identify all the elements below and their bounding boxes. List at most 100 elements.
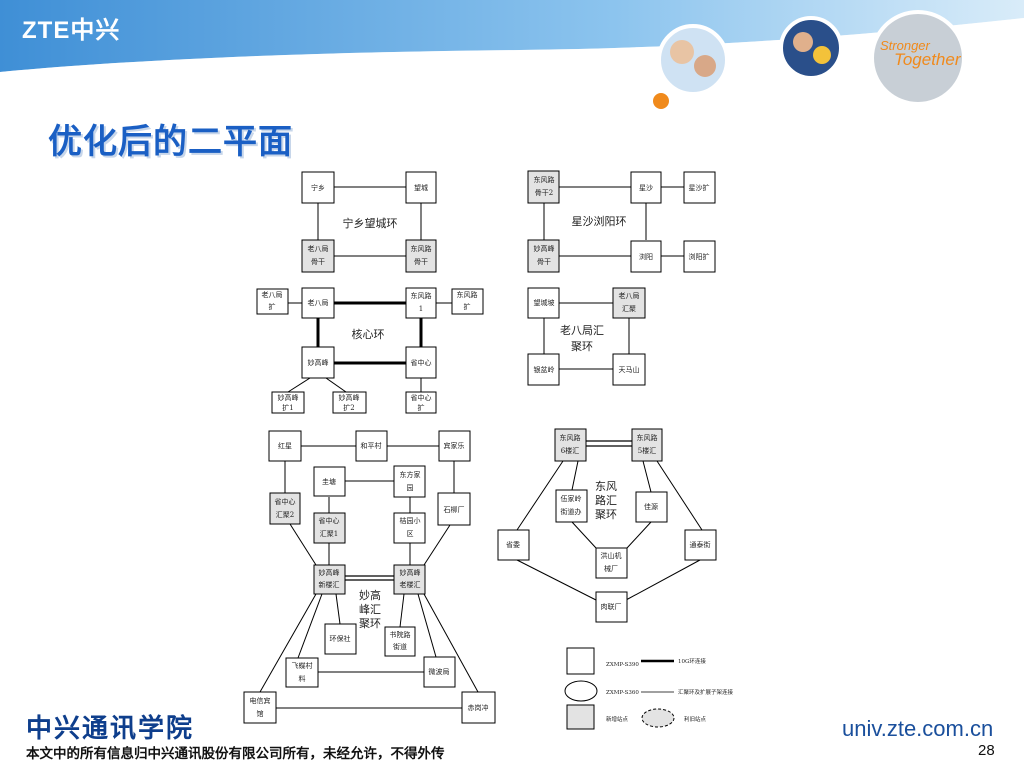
label-dfl-gugan-2: 骨干 xyxy=(414,258,428,266)
label-mgf-ext2-2: 扩2 xyxy=(343,403,354,412)
label-dfl5-2: 5楼汇 xyxy=(638,446,656,455)
label-guitang: 圭塘 xyxy=(322,477,336,486)
label-hongxing: 红星 xyxy=(278,441,292,450)
label-chiganchong: 赤岗冲 xyxy=(468,703,489,712)
ring-label-mgf-1: 妙高 xyxy=(359,588,381,602)
legend-s390-symbol xyxy=(566,647,595,675)
node-mgf-old xyxy=(393,564,426,595)
label-mgf-old-1: 妙高峰 xyxy=(400,568,421,577)
label-mgf-new-2: 新楼汇 xyxy=(319,580,340,589)
zte-logo: ZTE中兴 xyxy=(22,17,121,44)
label-xingsha-ext: 星沙扩 xyxy=(689,183,710,192)
label-hsjx-2: 械厂 xyxy=(604,564,618,573)
node-dxsg xyxy=(243,691,277,724)
ring-label-laobaju-2: 聚环 xyxy=(571,340,593,353)
footer-school-name: 中兴通讯学院 xyxy=(26,714,195,744)
node-dfjy xyxy=(393,465,426,498)
label-wjl-2: 街道办 xyxy=(561,507,582,516)
label-jyxq-1: 桔园小 xyxy=(400,516,421,525)
node-roulianchang xyxy=(595,591,628,623)
legend-10g-label: 10G环连接 xyxy=(678,657,706,665)
ring-label-core: 核心环 xyxy=(352,327,385,341)
page-title: 优化后的二平面 xyxy=(48,122,293,162)
label-ypl: 银盆岭 xyxy=(534,365,555,374)
node-mgf-new xyxy=(313,564,346,595)
node-szx xyxy=(405,346,437,379)
label-dxsg-2: 馆 xyxy=(257,709,264,718)
slogan-line1: Stronger xyxy=(880,38,930,53)
node-mgf-ext1 xyxy=(271,391,305,414)
label-wcj: 望城坡 xyxy=(534,298,555,307)
legend-new-site-label: 新增站点 xyxy=(606,715,629,723)
node-hepingcun xyxy=(355,430,388,462)
node-fdc xyxy=(285,657,319,688)
label-szx-hj2-1: 省中心 xyxy=(275,497,296,506)
label-fdc-1: 飞蝶村 xyxy=(292,661,313,670)
node-ningxiang xyxy=(301,171,335,204)
node-lbj-gugan xyxy=(301,239,335,273)
node-dfl-ext xyxy=(451,288,484,315)
label-gujiacong: 宾家乐 xyxy=(444,441,465,450)
label-szx-hj1-1: 省中心 xyxy=(319,516,340,525)
legend-new-site-symbol xyxy=(566,704,595,730)
label-mgf-ext1-2: 扩1 xyxy=(282,403,293,412)
label-wangcheng: 望城 xyxy=(414,183,428,192)
label-mgf-gugan-1: 妙高峰 xyxy=(534,244,555,253)
label-dfl6-2: 6楼汇 xyxy=(561,446,579,455)
label-szx-hj2-2: 汇聚2 xyxy=(276,511,294,519)
label-liuyang: 浏阳 xyxy=(639,252,653,261)
node-lbj-ext xyxy=(256,288,289,315)
legend-old-site-symbol xyxy=(641,708,675,728)
label-roulianchang: 肉联厂 xyxy=(601,602,622,611)
label-szx-ext-2: 扩 xyxy=(418,403,425,412)
label-liuyang-ext: 浏阳扩 xyxy=(689,252,710,261)
label-huanbaoshe: 环保社 xyxy=(330,634,351,643)
label-lbj-ext-2: 扩 xyxy=(269,302,276,311)
label-ningxiang: 宁乡 xyxy=(311,183,325,192)
node-tms xyxy=(612,353,646,386)
legend-s390-label: ZXMP-S390 xyxy=(606,662,639,668)
node-wjl xyxy=(555,489,588,523)
label-weiboju: 微波局 xyxy=(429,667,450,676)
node-gujiacong xyxy=(438,430,471,462)
node-guitang xyxy=(313,466,346,497)
label-szx-hj1-2: 汇聚1 xyxy=(320,530,338,538)
label-dfjy-2: 园 xyxy=(407,484,414,492)
node-dfl5 xyxy=(631,428,663,462)
ring-label-mgf-3: 聚环 xyxy=(359,617,381,630)
node-szx-ext xyxy=(405,391,437,414)
label-dfl1-1: 东风路 xyxy=(411,291,432,300)
node-liuyang xyxy=(630,240,662,273)
ring-label-laobaju-1: 老八局汇 xyxy=(560,324,604,337)
ring-label-dongfeng-2: 路汇 xyxy=(595,494,617,507)
label-dxsg-1: 电信宾 xyxy=(250,696,271,705)
label-jiayuan: 佳源 xyxy=(644,502,658,511)
label-mgf-old-2: 老楼汇 xyxy=(400,580,421,589)
label-lbj-gugan-2: 骨干 xyxy=(311,258,325,266)
node-shimiaochang xyxy=(437,492,471,526)
node-mgf xyxy=(301,346,335,379)
node-jyxq xyxy=(393,512,426,544)
label-tms: 天马山 xyxy=(619,365,640,374)
label-dfl-gugan2-1: 东风路 xyxy=(534,175,555,184)
node-mgf-gugan xyxy=(527,239,560,273)
node-wcj xyxy=(527,287,560,319)
node-xingsha-ext xyxy=(683,171,716,204)
label-mgf-ext2-1: 妙高峰 xyxy=(339,393,360,402)
label-tongtaijie: 通泰街 xyxy=(690,540,711,549)
legend-s360-label: ZXMP-S360 xyxy=(606,690,639,696)
label-shimiaochang: 石柳厂 xyxy=(444,505,465,514)
label-dfl6-1: 东风路 xyxy=(560,433,581,442)
ring-label-mgf-2: 峰汇 xyxy=(359,603,381,616)
node-tongtaijie xyxy=(684,529,717,561)
label-lbj: 老八局 xyxy=(308,298,329,307)
label-lbj-ext-1: 老八局 xyxy=(262,290,283,299)
label-lbj-hj-2: 汇聚 xyxy=(622,305,636,313)
label-dfl-ext-2: 扩 xyxy=(464,302,471,311)
footer-copyright-note: 本文中的所有信息归中兴通讯股份有限公司所有，未经允许，不得外传 xyxy=(26,746,445,762)
photo-circles xyxy=(653,10,966,109)
node-dfl-gugan2 xyxy=(527,170,560,204)
label-shengwei: 省委 xyxy=(506,540,520,549)
node-huanbaoshe xyxy=(324,623,357,655)
header-banner xyxy=(0,0,1024,109)
